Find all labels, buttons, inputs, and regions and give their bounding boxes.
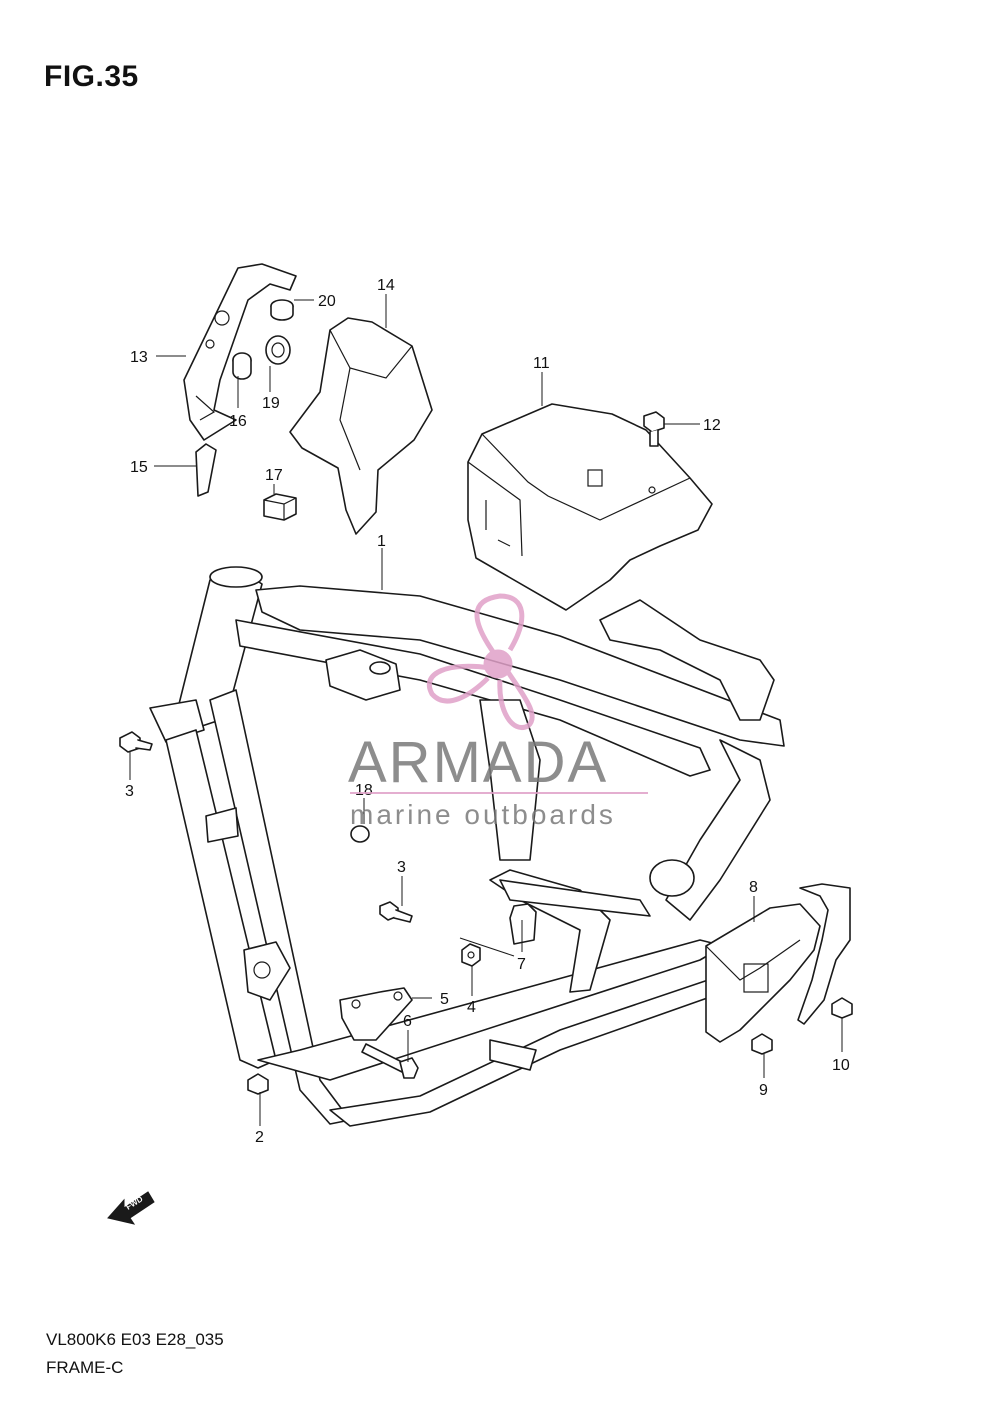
part-13-side-cover <box>183 263 297 441</box>
part-17-pad <box>263 493 297 521</box>
callout-17: 17 <box>265 467 283 484</box>
part-16-spacer <box>232 352 252 380</box>
part-10-bolt <box>831 997 853 1019</box>
callout-3: 3 <box>125 783 134 800</box>
part-1-frame <box>149 566 785 1127</box>
leader-lines <box>129 294 843 1126</box>
fwd-arrow-icon: FWD <box>107 1191 155 1225</box>
figure-title: FIG.35 <box>44 60 139 93</box>
part-19-grommet <box>265 335 291 365</box>
callout-3: 3 <box>397 859 406 876</box>
propeller-logo-icon <box>427 593 535 730</box>
part-5-plate <box>339 987 413 1041</box>
part-2-bolt <box>247 1073 269 1095</box>
callout-14: 14 <box>377 277 395 294</box>
part-3-bolt-upper <box>119 731 153 753</box>
watermark-brand: ARMADA <box>348 730 608 795</box>
part-4-nut <box>461 943 481 967</box>
part-11-battery-tray <box>467 403 713 611</box>
callout-19: 19 <box>262 395 280 412</box>
part-18-plug <box>350 825 370 843</box>
callout-9: 9 <box>759 1082 768 1099</box>
callout-12: 12 <box>703 417 721 434</box>
callout-8: 8 <box>749 879 758 896</box>
part-6-bolt <box>361 1043 419 1079</box>
callout-1: 1 <box>377 533 386 550</box>
watermark: ARMADA marine outboards <box>348 593 648 830</box>
part-14-shroud <box>289 317 433 535</box>
callout-15: 15 <box>130 459 148 476</box>
callout-6: 6 <box>403 1013 412 1030</box>
part-7-collar <box>509 903 537 945</box>
part-20-cap <box>270 299 294 321</box>
watermark-tagline: marine outboards <box>350 799 616 830</box>
part-12-bolt <box>643 411 665 447</box>
part-15-strip <box>195 443 217 497</box>
callout-20: 20 <box>318 293 336 310</box>
callout-labels: 1 2 3 3 4 5 6 7 8 9 10 11 12 13 14 15 16… <box>125 277 850 1146</box>
part-3-bolt-lower <box>379 901 413 923</box>
section-name: FRAME-C <box>46 1358 124 1377</box>
callout-11: 11 <box>533 355 550 372</box>
callout-4: 4 <box>467 999 476 1016</box>
callout-7: 7 <box>517 956 526 973</box>
callout-10: 10 <box>832 1057 850 1074</box>
callout-2: 2 <box>255 1129 264 1146</box>
callout-16: 16 <box>229 413 247 430</box>
model-code: VL800K6 E03 E28_035 <box>46 1330 224 1349</box>
part-8-bracket <box>705 883 851 1043</box>
part-9-bolt <box>751 1033 773 1055</box>
callout-18: 18 <box>355 782 373 799</box>
callout-5: 5 <box>440 991 449 1008</box>
callout-13: 13 <box>130 349 148 366</box>
